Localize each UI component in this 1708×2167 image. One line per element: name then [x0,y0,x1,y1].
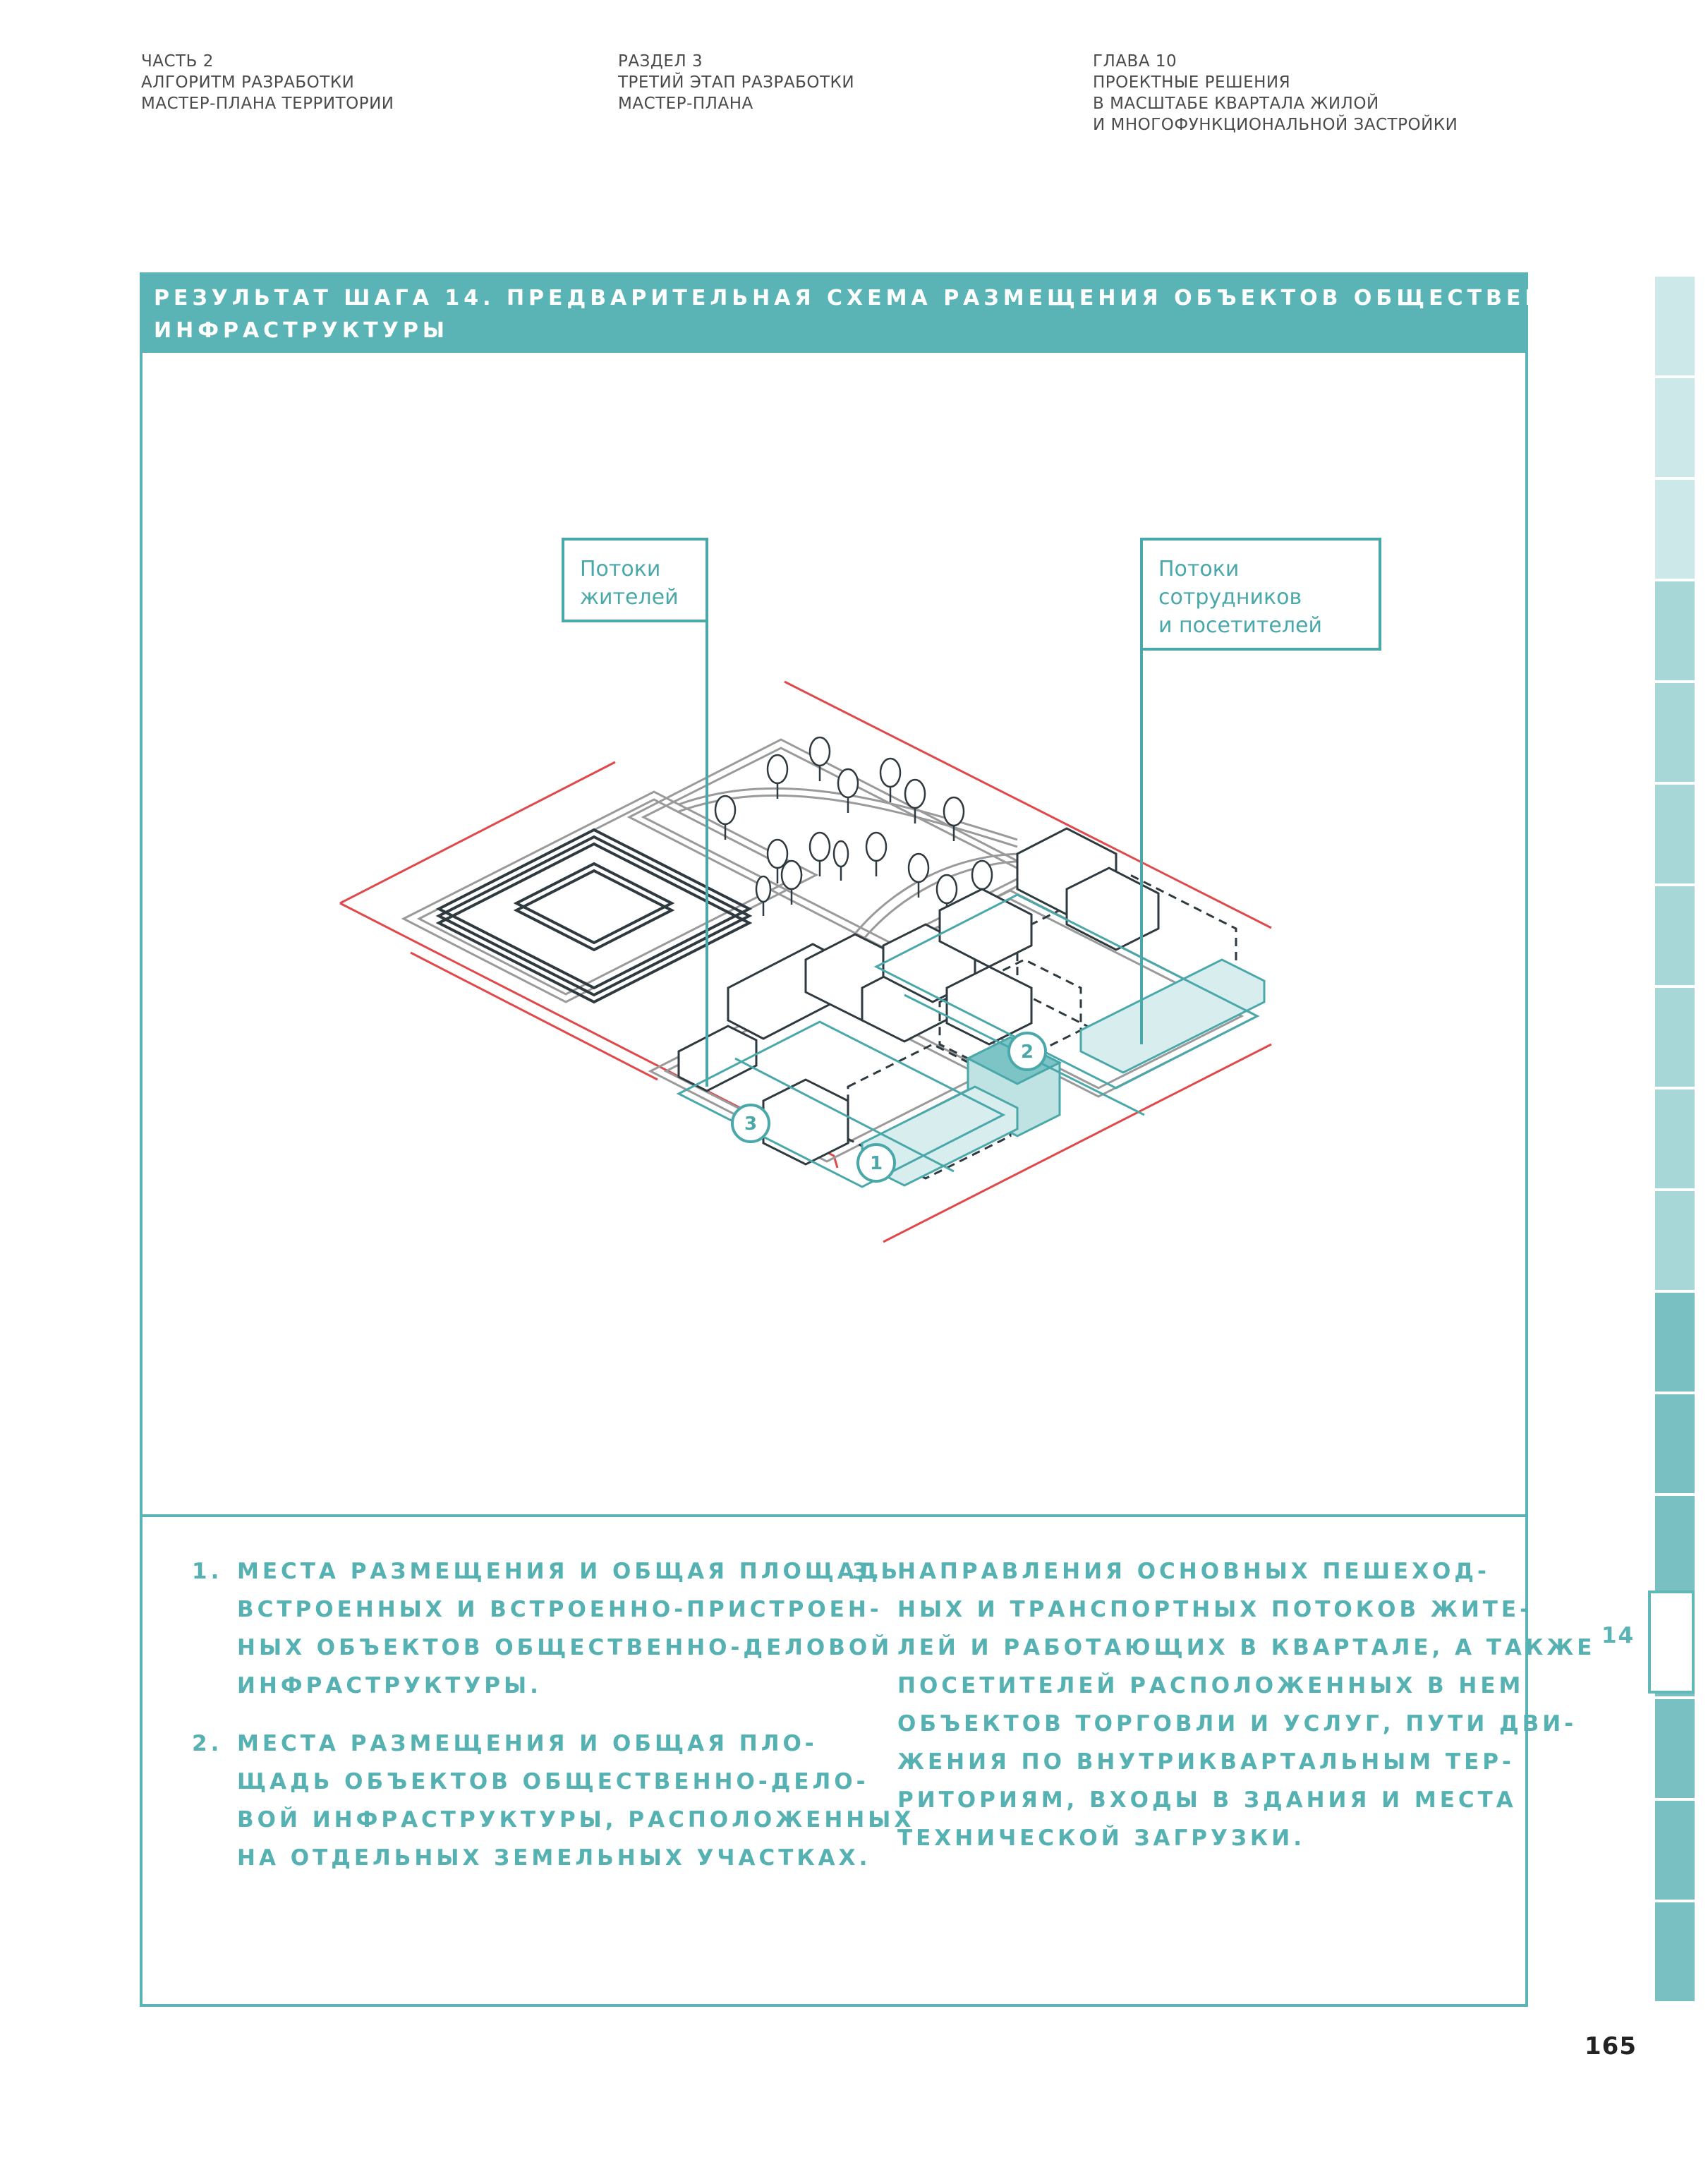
chapter-tab[interactable] [1655,1089,1695,1188]
chapter-tab[interactable] [1655,1801,1695,1900]
marker-1-label: 1 [870,1153,883,1174]
note-line: НЫХ И ТРАНСПОРТНЫХ ПОТОКОВ ЖИТЕ- [897,1597,1532,1622]
figure-title-line: ИНФРАСТРУКТУРЫ [154,318,449,343]
callout-residents-line1: Потоки [580,557,660,581]
marker-1: 1 [856,1143,896,1183]
note-line: ТЕХНИЧЕСКОЙ ЗАГРУЗКИ. [897,1825,1305,1851]
callout-staff-line3: и посетителей [1158,613,1322,638]
marker-2: 2 [1007,1032,1047,1071]
header-line: В МАСШТАБЕ КВАРТАЛА ЖИЛОЙ [1093,95,1379,113]
note-line: НА ОТДЕЛЬНЫХ ЗЕМЕЛЬНЫХ УЧАСТКАХ. [237,1845,871,1871]
chapter-tab[interactable] [1655,1394,1695,1493]
chapter-tab[interactable] [1655,988,1695,1087]
note-number: 1. [192,1559,223,1584]
note-line: ИНФРАСТРУКТУРЫ. [237,1673,542,1698]
note-number: 3. [852,1559,883,1584]
header-line: ГЛАВА 10 [1093,52,1177,71]
note-line: РИТОРИЯМ, ВХОДЫ В ЗДАНИЯ И МЕСТА [897,1787,1517,1813]
callout-residents: Потоки жителей [562,538,708,1087]
note-item: 3. НАПРАВЛЕНИЯ ОСНОВНЫХ ПЕШЕХОД- НЫХ И Т… [852,1552,1595,1857]
chapter-tab[interactable] [1655,1699,1695,1798]
note-line: НЫХ ОБЪЕКТОВ ОБЩЕСТВЕННО-ДЕЛОВОЙ [237,1635,893,1660]
callout-staff-line2: сотрудников [1158,585,1302,610]
marker-2-label: 2 [1021,1042,1034,1063]
chapter-tab-label: 14 [1601,1623,1635,1648]
header-line: РАЗДЕЛ 3 [618,52,703,71]
header-line: ЧАСТЬ 2 [141,52,214,71]
note-item: 2. МЕСТА РАЗМЕЩЕНИЯ И ОБЩАЯ ПЛО- ЩАДЬ ОБ… [192,1725,914,1877]
chapter-tab[interactable] [1655,277,1695,375]
chapter-tab-active[interactable] [1648,1590,1695,1694]
header-line: ТРЕТИЙ ЭТАП РАЗРАБОТКИ [618,73,855,92]
stacked-square-building [435,828,753,1004]
header-chapter: ГЛАВА 10 ПРОЕКТНЫЕ РЕШЕНИЯ В МАСШТАБЕ КВ… [1093,51,1458,135]
header-line: И МНОГОФУНКЦИОНАЛЬНОЙ ЗАСТРОЙКИ [1093,116,1458,134]
figure-divider [140,1514,1528,1517]
callout-staff-line1: Потоки [1158,557,1239,581]
notes-left-column: 1. МЕСТА РАЗМЕЩЕНИЯ И ОБЩАЯ ПЛОЩАДЬ ВСТР… [192,1552,914,1897]
chapter-tab[interactable] [1655,581,1695,680]
isometric-block-diagram: Потоки жителей Потоки сотрудников и посе… [339,538,1381,1243]
residential-buildings-right [882,827,1160,1046]
callout-staff-visitors: Потоки сотрудников и посетителей [1140,538,1381,1044]
site-boundary-lines [339,680,1272,1243]
page-number: 165 [1585,2032,1637,2060]
notes-right-column: 3. НАПРАВЛЕНИЯ ОСНОВНЫХ ПЕШЕХОД- НЫХ И Т… [852,1552,1595,1877]
header-section: РАЗДЕЛ 3 ТРЕТИЙ ЭТАП РАЗРАБОТКИ МАСТЕР-П… [618,51,854,114]
marker-3: 3 [731,1104,770,1143]
chapter-tab[interactable] [1655,683,1695,782]
note-item: 1. МЕСТА РАЗМЕЩЕНИЯ И ОБЩАЯ ПЛОЩАДЬ ВСТР… [192,1552,914,1705]
note-line: ЩАДЬ ОБЪЕКТОВ ОБЩЕСТВЕННО-ДЕЛО- [237,1769,869,1794]
note-line: НАПРАВЛЕНИЯ ОСНОВНЫХ ПЕШЕХОД- [897,1559,1490,1584]
chapter-tab[interactable] [1655,886,1695,985]
header-line: МАСТЕР-ПЛАНА [618,95,753,113]
marker-3-label: 3 [744,1113,757,1135]
header-line: МАСТЕР-ПЛАНА ТЕРРИТОРИИ [141,95,394,113]
chapter-tab[interactable] [1655,480,1695,579]
note-line: ВСТРОЕННЫХ И ВСТРОЕННО-ПРИСТРОЕН- [237,1597,883,1622]
note-line: ОБЪЕКТОВ ТОРГОВЛИ И УСЛУГ, ПУТИ ДВИ- [897,1711,1577,1737]
park-trees [714,736,993,919]
figure-title-bar: РЕЗУЛЬТАТ ШАГА 14. ПРЕДВАРИТЕЛЬНАЯ СХЕМА… [140,272,1708,353]
chapter-tab[interactable] [1655,1496,1695,1595]
header-line: АЛГОРИТМ РАЗРАБОТКИ [141,73,355,92]
note-line: ЛЕЙ И РАБОТАЮЩИХ В КВАРТАЛЕ, А ТАКЖЕ [897,1635,1596,1660]
header-line: ПРОЕКТНЫЕ РЕШЕНИЯ [1093,73,1291,92]
note-line: ЖЕНИЯ ПО ВНУТРИКВАРТАЛЬНЫМ ТЕР- [897,1749,1515,1775]
note-line: МЕСТА РАЗМЕЩЕНИЯ И ОБЩАЯ ПЛОЩАДЬ [237,1559,902,1584]
chapter-tab[interactable] [1655,378,1695,477]
figure-title-line: РЕЗУЛЬТАТ ШАГА 14. ПРЕДВАРИТЕЛЬНАЯ СХЕМА… [154,286,1708,310]
chapter-tab[interactable] [1655,1191,1695,1290]
chapter-tab[interactable] [1655,1293,1695,1392]
note-line: ВОЙ ИНФРАСТРУКТУРЫ, РАСПОЛОЖЕННЫХ [237,1807,915,1833]
chapter-tab[interactable] [1655,785,1695,883]
note-line: МЕСТА РАЗМЕЩЕНИЯ И ОБЩАЯ ПЛО- [237,1731,818,1756]
note-line: ПОСЕТИТЕЛЕЙ РАСПОЛОЖЕННЫХ В НЕМ [897,1673,1525,1698]
header-part: ЧАСТЬ 2 АЛГОРИТМ РАЗРАБОТКИ МАСТЕР-ПЛАНА… [141,51,394,114]
callout-residents-line2: жителей [580,585,679,610]
note-number: 2. [192,1731,223,1756]
chapter-tab[interactable] [1655,1902,1695,2001]
